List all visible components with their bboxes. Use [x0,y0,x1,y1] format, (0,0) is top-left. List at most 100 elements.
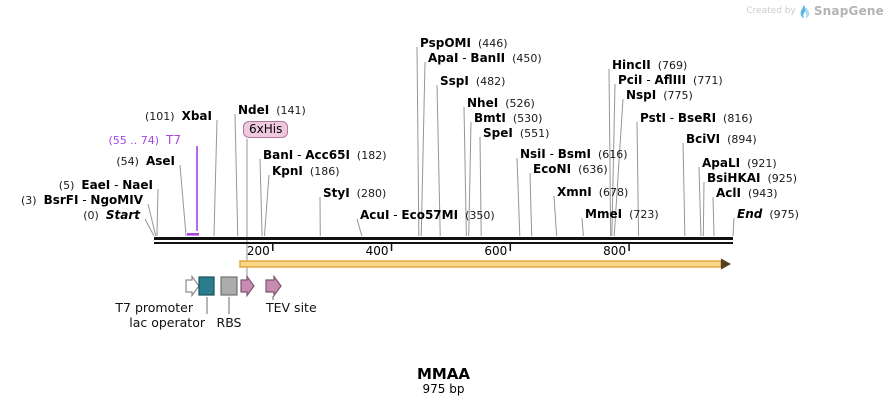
leader-line [698,166,702,237]
leader-line [479,136,482,237]
site-position: (636) [578,163,608,176]
leader-line [682,142,686,237]
site-name: BsrFI - NgoMIV [43,193,143,207]
site-name: KpnI [272,164,303,178]
leader-line [416,46,420,237]
watermark-brand: SnapGene [813,4,884,18]
enzyme-label-BsrFI-NgoMIV: (3) BsrFI - NgoMIV [20,192,143,208]
site-position: (616) [598,148,628,161]
site-name: BciVI [686,132,721,146]
site-position: (446) [477,37,508,50]
site-position: (678) [598,186,629,199]
enzyme-label-PciI-AflIII: PciI - AflIII(771) [618,72,723,88]
enzyme-label-NheI: NheI(526) [467,95,535,111]
site-name: HincII [612,58,651,72]
site-name: ApaLI [702,156,741,170]
leader-line [468,121,472,237]
site-name: ApaI - BanII [428,51,506,65]
site-position: (894) [727,133,757,146]
enzyme-label-EcoNI: EcoNI (636) [533,161,608,177]
t7-region-marker [187,233,199,236]
site-name: BmtI [474,111,506,125]
site-name: NheI [467,96,499,110]
leader-line [420,61,426,237]
leader-line [234,113,239,237]
enzyme-label-HincII: HincII(769) [612,57,687,73]
leader-line [712,196,715,237]
site-name: PspOMI [420,36,471,50]
enzyme-label-AseI: (54)AseI [116,153,175,169]
site-name: EcoNI [533,162,572,176]
leader-line [529,172,533,237]
enzyme-label-MmeI: MmeI(723) [585,206,659,222]
t7-promoter-feature [185,274,200,298]
leader-line [463,106,467,237]
site-position: (450) [512,52,542,65]
leader-line [436,84,441,237]
watermark: Created by SnapGene [746,4,884,18]
enzyme-label-AclI: AclI(943) [716,185,778,201]
site-position: (186) [309,165,340,178]
axis-tick [509,244,512,251]
site-name: EaeI - NaeI [81,178,153,192]
site-position: (482) [475,75,506,88]
enzyme-label-SspI: SspI (482) [440,73,506,89]
enzyme-label-NspI: NspI (775) [626,87,693,103]
site-position: (530) [512,112,543,125]
lac-operator-feature [198,276,215,296]
axis-tick [272,244,274,251]
site-position: (775) [663,89,693,102]
rbs-feature [220,276,238,296]
enzyme-label-NsiI-BsmI: NsiI - BsmI(616) [520,146,628,162]
leader-line [147,203,157,237]
site-name: AseI [145,154,175,168]
enzyme-label-Start: (0)Start [83,207,140,223]
site-position: (280) [356,187,387,200]
site-position: (943) [747,187,778,200]
leader-line [179,164,187,237]
promoter-label-T7: (55 .. 74)T7 [108,132,181,148]
site-position: (771) [693,74,723,87]
leader-line [259,158,263,237]
site-name: SpeI [483,126,513,140]
leader-line [732,217,735,237]
axis-tick-label: 200 [246,244,270,258]
t7-label: T7 [166,133,181,147]
enzyme-label-StyI: StyI(280) [323,185,387,201]
site-position: (921) [747,157,777,170]
enzyme-label-XbaI: (101)XbaI [145,108,212,124]
enzyme-label-PspOMI: PspOMI (446) [420,35,508,51]
snapgene-logo-icon [800,4,810,18]
site-position: (3) [20,194,37,207]
enzyme-label-BanI-Acc65I: BanI - Acc65I(182) [263,147,387,163]
site-position: (5) [58,179,75,192]
enzyme-label-End: End(975) [737,206,799,222]
site-name: BanI - Acc65I [263,148,350,162]
cds-arrow-body [239,260,722,268]
leader-line [636,121,640,237]
site-name: PstI - BseRI [640,111,717,125]
axis-tick [628,244,630,251]
site-name: NspI [626,88,657,102]
site-position: (0) [83,209,99,222]
enzyme-label-EaeI-NaeI: (5) EaeI - NaeI [58,177,153,193]
axis-tick-label: 800 [603,244,627,258]
leader-line [516,157,521,237]
leader-line [356,218,363,237]
site-position: (925) [767,172,798,185]
cds-arrow-head [721,258,731,270]
watermark-created-by: Created by [746,6,796,16]
sequence-length: 975 bp [422,382,465,396]
site-name: SspI [440,74,469,88]
tev-site-feature [265,274,282,298]
enzyme-label-XmnI: XmnI (678) [557,184,629,200]
site-name: XmnI [557,185,592,199]
leader-line [611,83,616,237]
enzyme-label-BmtI: BmtI (530) [474,110,543,126]
rbs-label: RBS [216,315,242,330]
his6-feature [240,274,255,298]
axis-tick-label: 400 [365,244,389,258]
lac-operator-label: lac operator [129,315,205,330]
